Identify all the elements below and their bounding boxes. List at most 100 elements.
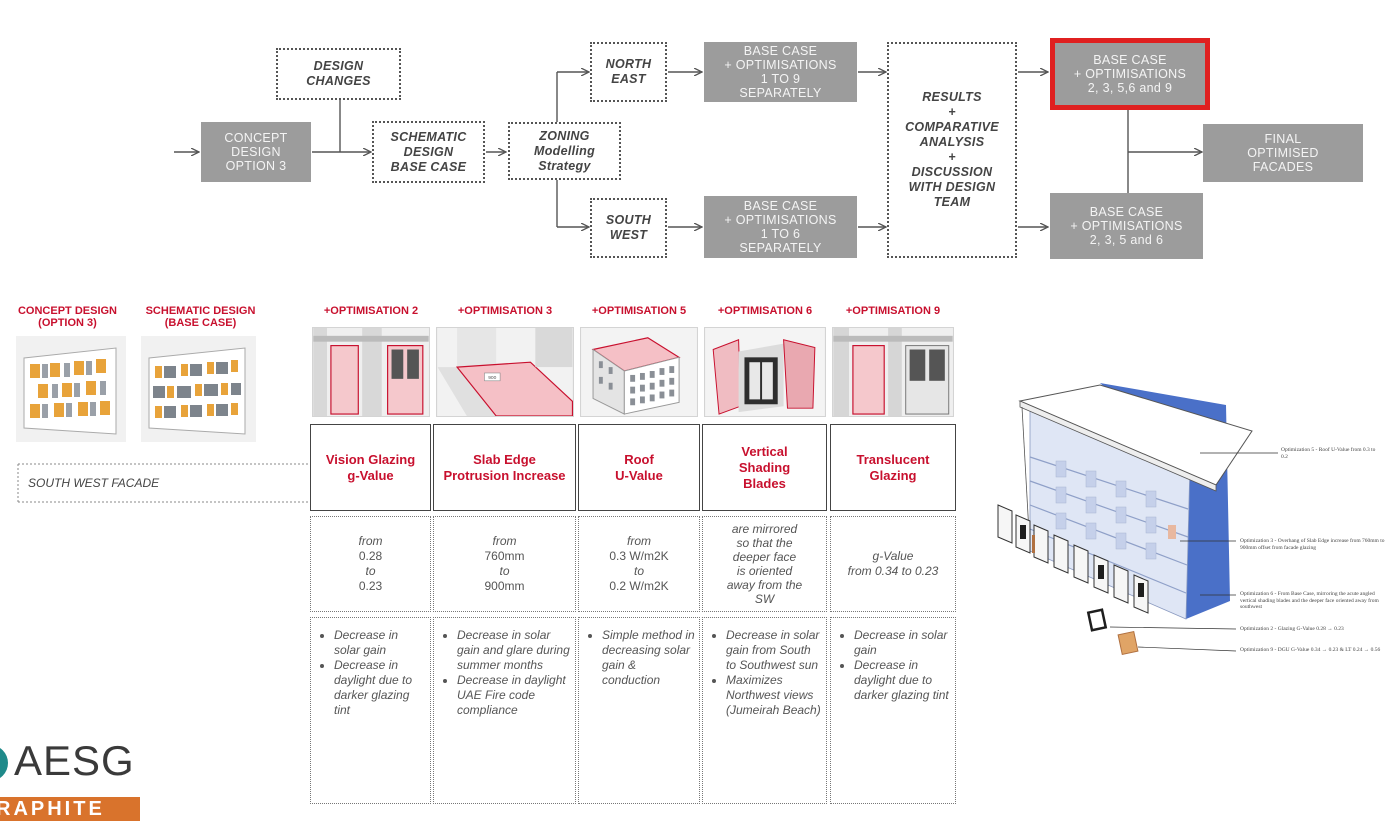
base-sw-l2: + OPTIMISATIONS — [724, 213, 837, 227]
south-west-facade-label: SOUTH WEST FACADE — [28, 476, 160, 490]
opt3-val-l1: from — [492, 534, 517, 548]
results-l7: WITH DESIGN — [908, 180, 996, 194]
selected-ne-box: BASE CASE + OPTIMISATIONS 2, 3, 5,6 and … — [1050, 38, 1210, 110]
concept-design-label: CONCEPT DESIGN (OPTION 3) — [10, 305, 125, 329]
logo-name: AESG — [14, 737, 135, 784]
logo-sub: RAPHITE — [0, 797, 140, 821]
opt3-bullets-box: Decrease in solar gain and glare during … — [433, 617, 576, 804]
opt6-val-l5: away from the — [726, 578, 803, 592]
selected-ne-l3: 2, 3, 5,6 and 9 — [1087, 81, 1173, 95]
opt6-bullet-1: Decrease in solar gain from South to Sou… — [726, 628, 822, 673]
selected-ne-l1: BASE CASE — [1093, 53, 1167, 67]
north-east-box: NORTH EAST — [590, 42, 667, 102]
selected-sw-l1: BASE CASE — [1089, 205, 1164, 219]
opt5-title-l2: U-Value — [615, 467, 663, 483]
zoning-l2: Modelling — [533, 143, 596, 158]
zoning-l3: Strategy — [538, 158, 591, 173]
opt9-val-l2: from 0.34 to 0.23 — [847, 564, 939, 578]
schematic-label-l2: (BASE CASE) — [164, 317, 237, 329]
south-west-l1: SOUTH — [605, 213, 652, 227]
opt5-title-l1: Roof — [624, 451, 654, 467]
annotation-opt2: Optimization 2 - Glazing G-Value 0.28 → … — [1240, 626, 1344, 632]
opt9-bullet-2: Decrease in daylight due to darker glazi… — [854, 658, 951, 703]
south-west-l2: WEST — [609, 228, 648, 242]
concept-label-l2: (OPTION 3) — [38, 317, 97, 329]
final-l2: OPTIMISED — [1247, 146, 1319, 160]
concept-l1: CONCEPT — [224, 131, 288, 145]
results-l5: + — [948, 150, 956, 164]
opt2-bullets-box: Decrease in solar gain Decrease in dayli… — [310, 617, 431, 804]
opt3-image: 900 — [436, 327, 574, 417]
opt9-title-l1: Translucent — [856, 451, 930, 467]
design-changes-l1: DESIGN — [313, 59, 364, 73]
schematic-model-image — [141, 336, 256, 442]
opt2-title-l2: g-Value — [347, 467, 394, 483]
opt6-title-box: Vertical Shading Blades — [702, 424, 827, 511]
schematic-l2: DESIGN — [403, 144, 454, 159]
selected-ne-l2: + OPTIMISATIONS — [1073, 67, 1187, 81]
opt9-value-box: g-Value from 0.34 to 0.23 — [830, 516, 956, 612]
base-sw-l3: 1 TO 6 — [760, 227, 801, 241]
opt3-val-l3: to — [499, 564, 510, 578]
base-sw-l4: SEPARATELY — [739, 241, 822, 255]
opt3-bullet-1: Decrease in solar gain and glare during … — [457, 628, 571, 673]
annotation-opt5: Optimization 5 - Roof U-Value from 0.3 t… — [1281, 447, 1376, 460]
opt9-header: +OPTIMISATION 9 — [845, 305, 941, 317]
concept-label-l1: CONCEPT DESIGN — [17, 305, 117, 317]
north-east-l1: NORTH — [605, 57, 652, 71]
exploded-building-diagram — [997, 383, 1278, 656]
design-changes-box: DESIGN CHANGES — [276, 48, 401, 100]
schematic-design-box: SCHEMATIC DESIGN BASE CASE — [372, 121, 485, 183]
opt9-title-l2: Glazing — [869, 467, 917, 483]
opt6-header: +OPTIMISATION 6 — [717, 305, 813, 317]
north-east-l2: EAST — [611, 72, 646, 86]
opt6-val-l1: are mirrored — [731, 522, 798, 536]
opt2-value-box: from 0.28 to 0.23 — [310, 516, 431, 612]
opt3-bullet-2: Decrease in daylight UAE Fire code compl… — [457, 673, 571, 718]
results-l3: COMPARATIVE — [905, 120, 999, 134]
opt2-bullet-2: Decrease in daylight due to darker glazi… — [334, 658, 426, 718]
final-facades-box: FINAL OPTIMISED FACADES — [1203, 124, 1363, 182]
opt3-title-l1: Slab Edge — [473, 451, 536, 467]
opt3-val-l4: 900mm — [484, 579, 525, 593]
base-sw-l1: BASE CASE — [743, 199, 818, 213]
concept-model-image — [16, 336, 126, 442]
opt2-val-l1: from — [358, 534, 383, 548]
opt9-title-box: Translucent Glazing — [830, 424, 956, 511]
results-l4: ANALYSIS — [919, 135, 985, 149]
opt2-title-box: Vision Glazing g-Value — [310, 424, 431, 511]
opt6-val-l6: SW — [754, 592, 775, 606]
opt3-val-l2: 760mm — [484, 549, 525, 563]
opt2-val-l3: to — [365, 564, 376, 578]
opt5-header: +OPTIMISATION 5 — [591, 305, 687, 317]
results-l6: DISCUSSION — [911, 165, 993, 179]
opt6-bullet-2: Maximizes Northwest views (Jumeirah Beac… — [726, 673, 822, 718]
opt9-val-l1: g-Value — [872, 549, 914, 563]
opt6-image — [704, 327, 826, 417]
opt3-value-box: from 760mm to 900mm — [433, 516, 576, 612]
final-l3: FACADES — [1252, 160, 1314, 174]
annotation-opt3: Optimization 3 - Overhang of Slab Edge i… — [1240, 538, 1385, 551]
annotation-opt6: Optimization 6 - From Base Case, mirrori… — [1240, 591, 1379, 610]
results-l1: RESULTS — [922, 90, 982, 104]
selected-sw-box: BASE CASE + OPTIMISATIONS 2, 3, 5 and 6 — [1050, 193, 1203, 259]
opt6-val-l3: deeper face — [732, 550, 797, 564]
results-box: RESULTS + COMPARATIVE ANALYSIS + DISCUSS… — [887, 42, 1017, 258]
opt2-val-l2: 0.28 — [358, 549, 383, 563]
results-l8: TEAM — [933, 195, 971, 209]
base-ne-l2: + OPTIMISATIONS — [724, 58, 837, 72]
results-l2: + — [948, 105, 956, 119]
svg-text:900: 900 — [488, 375, 496, 381]
facade-connector — [17, 463, 308, 503]
logo-mark-icon — [0, 748, 8, 778]
south-west-box: SOUTH WEST — [590, 198, 667, 258]
opt5-val-l1: from — [627, 534, 651, 548]
opt3-header: +OPTIMISATION 3 — [457, 305, 553, 317]
opt9-image — [832, 327, 954, 417]
base-case-ne-box: BASE CASE + OPTIMISATIONS 1 TO 9 SEPARAT… — [704, 42, 857, 102]
opt2-image — [312, 327, 430, 417]
zoning-l1: ZONING — [539, 128, 590, 143]
schematic-l1: SCHEMATIC — [390, 129, 467, 144]
opt6-title-l1: Vertical — [741, 443, 788, 459]
opt9-bullet-1: Decrease in solar gain — [854, 628, 951, 658]
